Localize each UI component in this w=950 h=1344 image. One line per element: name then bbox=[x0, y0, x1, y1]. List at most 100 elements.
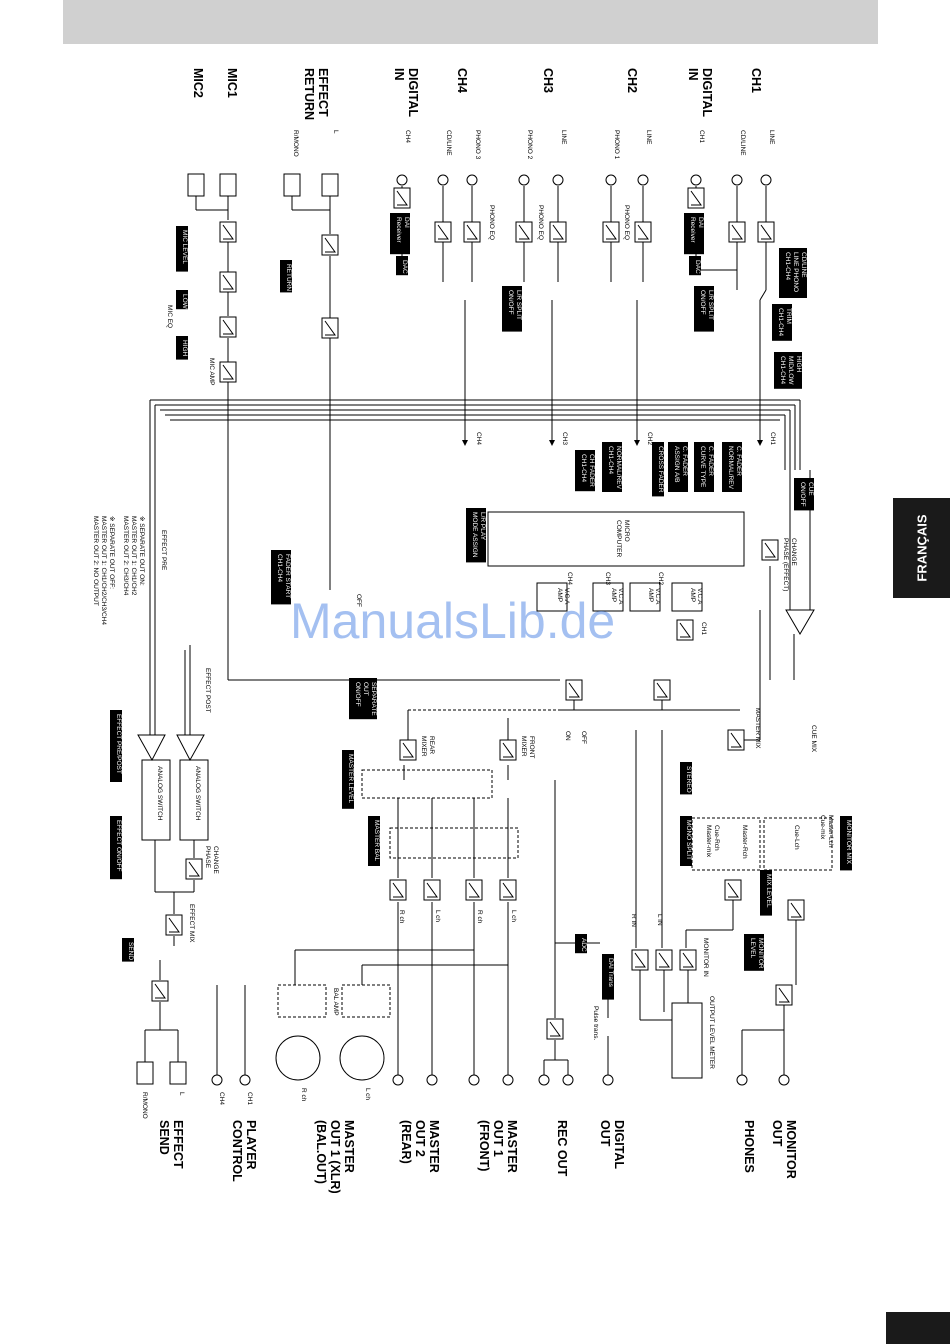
master-out-xlr-title-line: (BAL.OUT) bbox=[314, 1120, 328, 1184]
ch2-socket-label-line: PHONO 1 bbox=[613, 130, 620, 160]
jack bbox=[731, 174, 743, 186]
ch2-socket-label-line: LINE bbox=[645, 130, 652, 145]
amp-block bbox=[219, 316, 237, 338]
label-c-fader-assign-text: C. FADER bbox=[681, 446, 688, 476]
effect-return-socket-label-line: L bbox=[332, 130, 339, 134]
front-lch: L ch bbox=[510, 910, 517, 922]
jack bbox=[392, 1074, 404, 1086]
jack bbox=[211, 1074, 223, 1086]
amp-block bbox=[602, 221, 620, 243]
label-dac-1-text: DAC bbox=[694, 260, 701, 274]
bus-ch1-line: CH1 bbox=[769, 432, 776, 445]
on-label-line: ON bbox=[564, 731, 571, 741]
label-monitor-level-text: MONITOR bbox=[757, 938, 764, 969]
label-separate-out-text: OUT bbox=[362, 682, 369, 696]
jack bbox=[426, 1074, 438, 1086]
language-tab: FRANÇAIS bbox=[893, 498, 950, 598]
ch1-socket-label-line: LINE bbox=[768, 130, 775, 145]
front-lch-line: L ch bbox=[510, 910, 517, 922]
label-high-mid-low-text: CH1-CH4 bbox=[779, 356, 786, 385]
rear-lch-line: L ch bbox=[434, 910, 441, 922]
amp-block bbox=[219, 361, 237, 383]
micro-computer-line: MICRO bbox=[623, 520, 630, 542]
amp-block bbox=[165, 914, 183, 936]
effect-pre: EFFECT PRE bbox=[160, 530, 167, 571]
label-ch-fader-text: CH FADER bbox=[588, 454, 595, 487]
amp-block bbox=[463, 221, 481, 243]
vca-ch1-line: CH1 bbox=[700, 622, 707, 635]
master-out-1-title-line: MASTER bbox=[505, 1120, 519, 1173]
amp-block bbox=[757, 221, 775, 243]
label-c-fader-curve-text: C. FADER bbox=[707, 446, 714, 476]
jack bbox=[602, 1074, 614, 1086]
label-master-bal-text: MASTER BAL bbox=[373, 820, 380, 862]
vca-amp-2-line: V.C.A bbox=[617, 588, 624, 605]
notes-sep-on-line: ※ SEPARATE OUT ON: bbox=[138, 516, 145, 586]
label-fader-start-text: FADER START bbox=[284, 554, 291, 598]
label-low-text: LOW bbox=[181, 294, 188, 310]
amp-block bbox=[761, 539, 779, 561]
amp-block bbox=[399, 739, 417, 761]
player-control-title-line: CONTROL bbox=[230, 1120, 244, 1182]
label-return: RETURN bbox=[280, 260, 292, 293]
amp-block bbox=[727, 729, 745, 751]
master-out-1-title-line: (FRONT) bbox=[477, 1120, 491, 1171]
amp-block bbox=[728, 221, 746, 243]
label-normal-rev-text: NORMAL/REV bbox=[615, 446, 622, 490]
pc-ch4: CH4 bbox=[218, 1092, 225, 1105]
amp-block bbox=[393, 187, 411, 209]
vca-amp-3-line: AMP bbox=[647, 588, 654, 602]
phono-eq-ch4: PHONO EQ bbox=[488, 205, 495, 240]
vca-ch4-line: CH4 bbox=[566, 572, 573, 585]
label-mono-split: MONO SPLIT bbox=[680, 816, 692, 866]
micro-computer-line: COMPUTER bbox=[615, 520, 622, 558]
vca-amp-3-line: V.C.A bbox=[654, 588, 661, 605]
label-separate-out-text: SEPARATE bbox=[370, 682, 377, 716]
amp-block bbox=[185, 858, 203, 880]
pc-ch4-line: CH4 bbox=[218, 1092, 225, 1105]
ch3-socket-label-line: LINE bbox=[560, 130, 567, 145]
label-mix-level-text: MIX LEVEL bbox=[765, 874, 772, 908]
label-high-text: HIGH bbox=[181, 340, 188, 357]
jack bbox=[637, 174, 649, 186]
jack bbox=[502, 1074, 514, 1086]
mic2-title-line: MIC2 bbox=[191, 68, 205, 98]
cue-lch-line: Cue-Lch bbox=[793, 825, 800, 850]
bus-ch4: CH4 bbox=[475, 432, 482, 445]
label-low: LOW bbox=[176, 290, 188, 310]
bus-ch4-line: CH4 bbox=[475, 432, 482, 445]
jack bbox=[690, 174, 702, 186]
rear-mixer-line: MIXER bbox=[420, 736, 427, 757]
change-phase-effect-line: CHANGE bbox=[790, 538, 797, 566]
analog-switch-2-line: ANALOG SWITCH bbox=[194, 766, 201, 821]
amp-block bbox=[724, 879, 742, 901]
ch3-socket-label: PHONO 2 bbox=[526, 130, 533, 160]
bal-amp: BAL AMP bbox=[332, 988, 339, 1016]
label-fader-start-text: CH1-CH4 bbox=[276, 554, 283, 583]
vca-ch2-line: CH2 bbox=[657, 572, 664, 585]
label-high-mid-low-text: MID/LOW bbox=[787, 356, 794, 385]
notes-sep-off: ※ SEPARATE OUT OFF:MASTER OUT 1: CH1/CH2… bbox=[92, 516, 115, 625]
label-lr-play-text: L/R PLAY bbox=[479, 512, 486, 541]
master-rch-line: Master-Rch bbox=[741, 825, 748, 859]
effect-send-title-line: EFFECT bbox=[171, 1120, 185, 1169]
phones-title: PHONES bbox=[742, 1120, 756, 1173]
jack bbox=[239, 1074, 251, 1086]
jack bbox=[219, 173, 237, 197]
phono-eq-ch3-line: PHONO EQ bbox=[537, 205, 544, 240]
effect-return-title-line: RETURN bbox=[302, 68, 316, 120]
ch1-title: CH1 bbox=[749, 68, 763, 93]
page-number-tab bbox=[886, 1312, 950, 1344]
ch3-socket-label-line: PHONO 2 bbox=[526, 130, 533, 160]
